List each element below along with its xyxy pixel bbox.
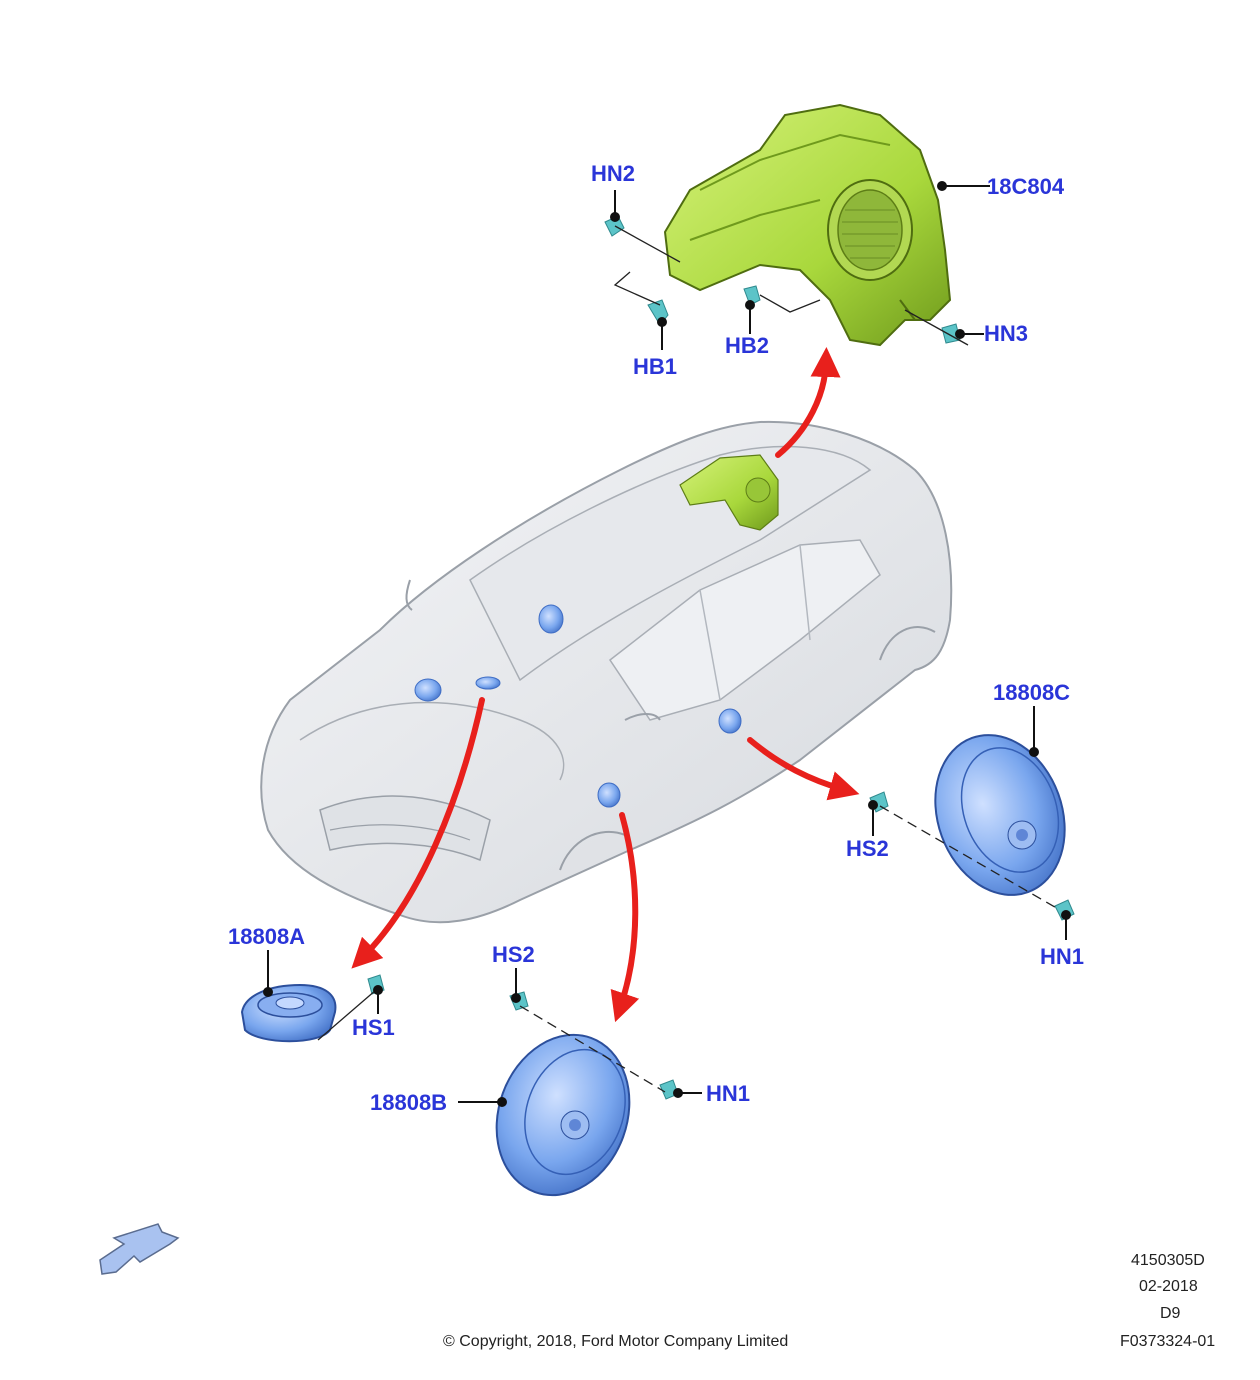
speaker-18808a	[240, 983, 337, 1043]
callout-18808a: 18808A	[228, 924, 306, 949]
copyright-notice: © Copyright, 2018, Ford Motor Company Li…	[443, 1333, 789, 1350]
callout-hn1-left: HN1	[706, 1081, 751, 1106]
front-direction-arrow-icon	[99, 1223, 180, 1275]
hb2-bolt-icon	[743, 285, 761, 306]
callout-hs2-right: HS2	[846, 836, 889, 861]
callout-hn2: HN2	[591, 161, 636, 186]
hs2-right-assembly-line	[879, 805, 1061, 911]
callout-hs1: HS1	[352, 1015, 395, 1040]
callout-hn3: HN3	[984, 321, 1029, 346]
enclosure-assembly-lines	[613, 225, 969, 346]
revision-version: D9	[1160, 1305, 1181, 1322]
revision-date: 02-2018	[1139, 1278, 1198, 1295]
arrow-to-18808c	[747, 737, 860, 801]
callout-18c804: 18C804	[987, 174, 1065, 199]
arrow-to-18808b	[610, 812, 640, 1023]
figure-id: F0373324-01	[1120, 1333, 1216, 1350]
speaker-18808b	[495, 1033, 631, 1197]
speaker-18808c	[934, 734, 1066, 896]
subwoofer-in-vehicle	[679, 454, 779, 531]
hs1-assembly-line	[317, 989, 377, 1041]
location-arrows	[351, 347, 860, 1023]
arrow-to-18808a	[351, 697, 485, 969]
hs2-left-assembly-line	[519, 1005, 666, 1093]
vehicle-speaker-locations	[414, 454, 779, 808]
callout-18808c: 18808C	[993, 680, 1071, 705]
arrow-to-subwoofer	[775, 347, 841, 458]
callout-hs2-left: HS2	[492, 942, 535, 967]
callout-hb1: HB1	[633, 354, 678, 379]
callout-leaders	[263, 181, 1071, 1107]
callout-hn1-right: HN1	[1040, 944, 1085, 969]
callout-18808b: 18808B	[370, 1090, 448, 1115]
reference-code: 4150305D	[1131, 1252, 1205, 1269]
subwoofer-enclosure-18c804	[663, 103, 952, 347]
callout-hb2: HB2	[725, 333, 770, 358]
